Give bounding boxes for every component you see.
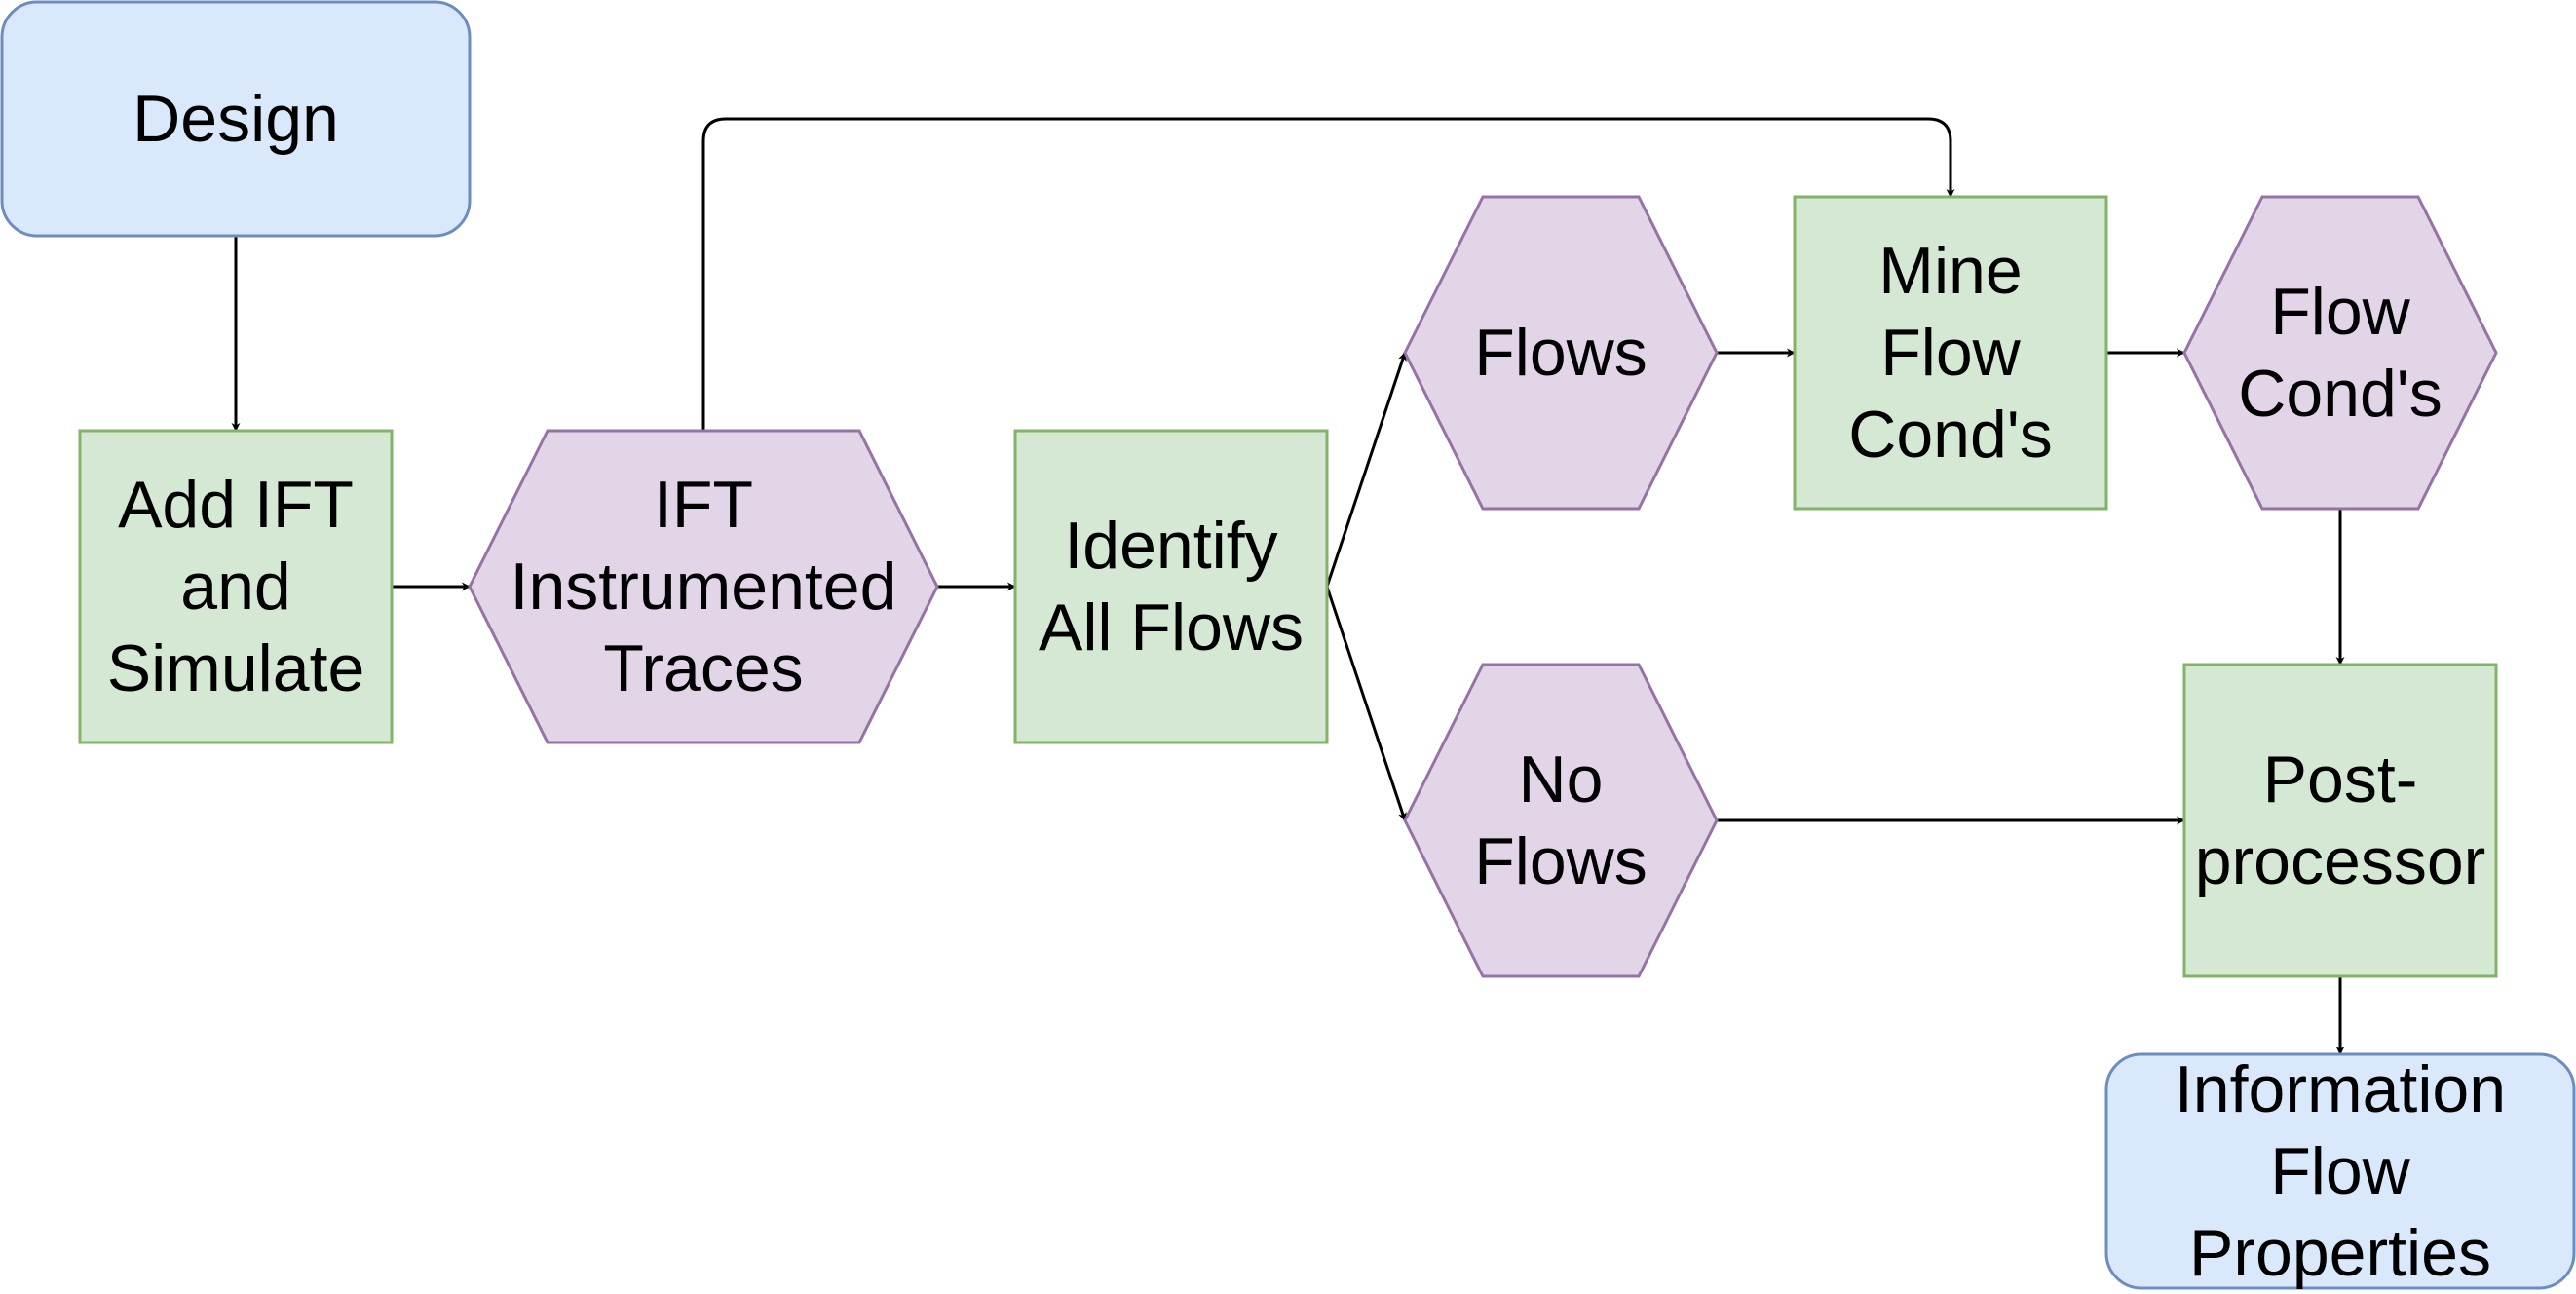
node-label-line: IFT (654, 468, 753, 542)
node-label-line: Simulate (107, 631, 365, 705)
node-label-line: No (1519, 742, 1604, 817)
node-label-line: processor (2195, 824, 2486, 898)
hexagon-shape (1403, 195, 1719, 511)
edge-ift-traces-to-mine (701, 117, 1955, 431)
rounded-rect-shape (2104, 1052, 2576, 1290)
node-flows: Flows (1403, 195, 1719, 511)
node-label-line: Add IFT (118, 468, 354, 542)
node-design: Design (0, 0, 472, 238)
edges-layer (231, 117, 2345, 1055)
node-label-line: Flow (2270, 275, 2410, 349)
node-label-line: Information (2175, 1052, 2506, 1126)
hexagon-shape (2182, 195, 2498, 511)
node-label-line: Properties (2189, 1216, 2491, 1290)
edge-identify-to-flows (1325, 352, 1407, 588)
node-label-line: Instrumented (511, 550, 897, 624)
node-post: Post-processor (2182, 663, 2498, 978)
node-label-line: and (180, 550, 290, 624)
node-label-line: Design (133, 82, 339, 156)
node-label-line: Flow (1880, 316, 2021, 390)
rounded-rect-shape (0, 0, 472, 238)
hexagon-shape (468, 429, 939, 744)
node-label-line: Flow (2270, 1134, 2410, 1208)
node-label-line: All Flows (1039, 590, 1304, 665)
node-label-line: Flows (1474, 824, 1648, 898)
node-label-line: Cond's (2238, 357, 2443, 431)
rect-shape (1793, 195, 2108, 511)
rect-shape (2182, 663, 2498, 978)
node-label-line: Post- (2263, 742, 2418, 817)
rect-shape (1013, 429, 1329, 744)
node-label-line: Flows (1474, 316, 1648, 390)
node-label-line: Identify (1064, 509, 1277, 583)
hexagon-shape (1403, 663, 1719, 978)
node-label-line: Traces (603, 631, 803, 705)
node-label-line: Cond's (1848, 398, 2053, 472)
node-label-line: Mine (1878, 234, 2022, 308)
edge-identify-to-no-flows (1325, 586, 1407, 821)
rect-shape (78, 429, 394, 744)
